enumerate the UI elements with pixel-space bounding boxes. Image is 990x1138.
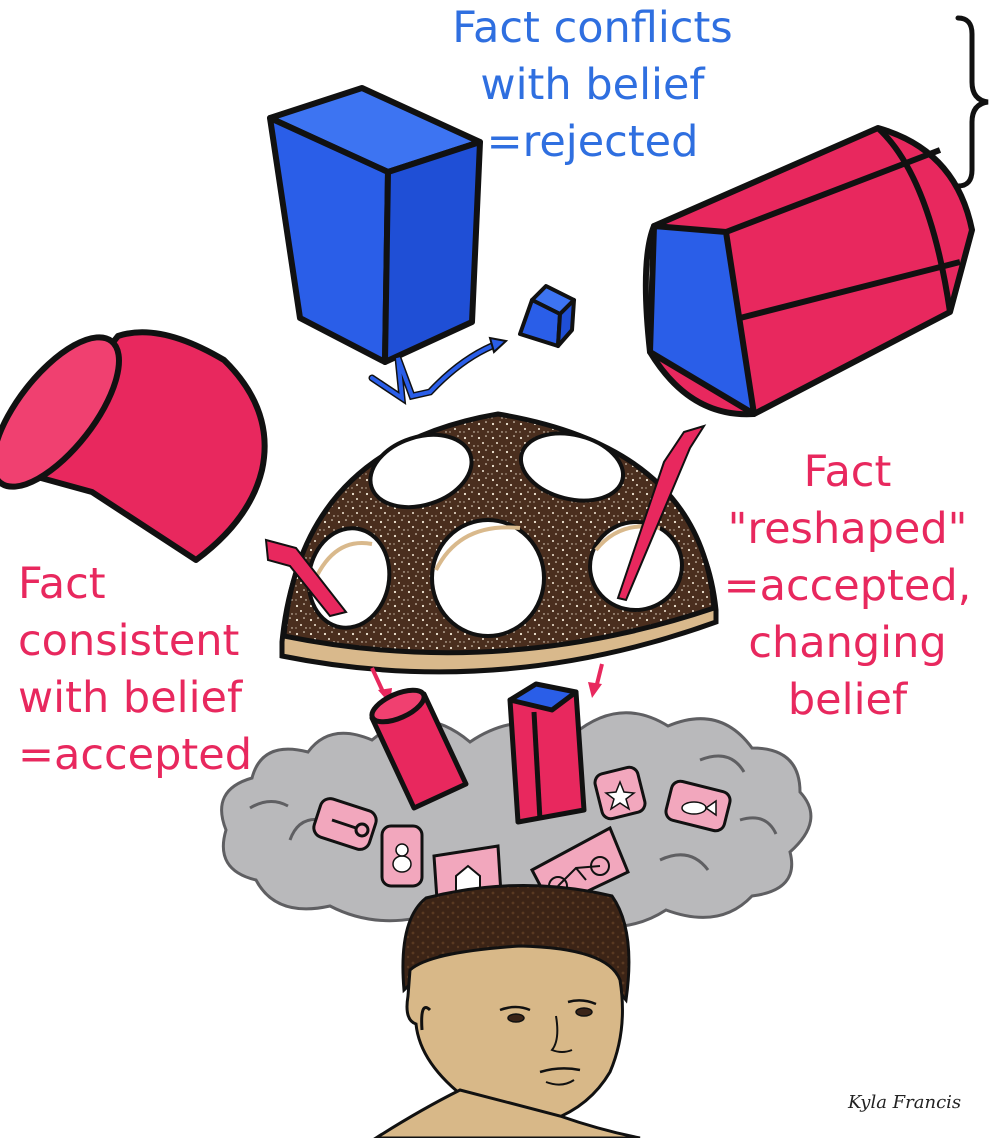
caption-line: =accepted, — [705, 558, 990, 615]
caption-line: "reshaped" — [705, 501, 990, 558]
caption-fact-rejected: Fact conflicts with belief =rejected — [440, 0, 745, 171]
small-blue-cube — [520, 286, 574, 346]
accepted-prism-reshaped — [510, 684, 584, 822]
caption-line: Fact — [705, 444, 990, 501]
caption-line: with belief — [440, 57, 745, 114]
cat-icon — [393, 844, 411, 872]
caption-line: with belief — [18, 670, 252, 727]
caption-line: changing — [705, 615, 990, 672]
caption-line: consistent — [18, 613, 252, 670]
red-cylinder-consistent — [0, 318, 265, 560]
caption-line: =rejected — [440, 114, 745, 171]
caption-line: Fact — [18, 556, 252, 613]
caption-fact-reshaped: Fact "reshaped" =accepted, changing beli… — [705, 444, 990, 729]
memory-cat — [382, 826, 422, 886]
bracket-icon — [958, 18, 988, 186]
memory-star — [593, 765, 647, 820]
caption-fact-consistent: Fact consistent with belief =accepted — [18, 556, 252, 784]
caption-line: =accepted — [18, 727, 252, 784]
caption-line: Fact conflicts — [440, 0, 745, 57]
artist-signature: Kyla Francis — [848, 1092, 961, 1113]
caption-line: belief — [705, 672, 990, 729]
person-head — [376, 946, 640, 1138]
